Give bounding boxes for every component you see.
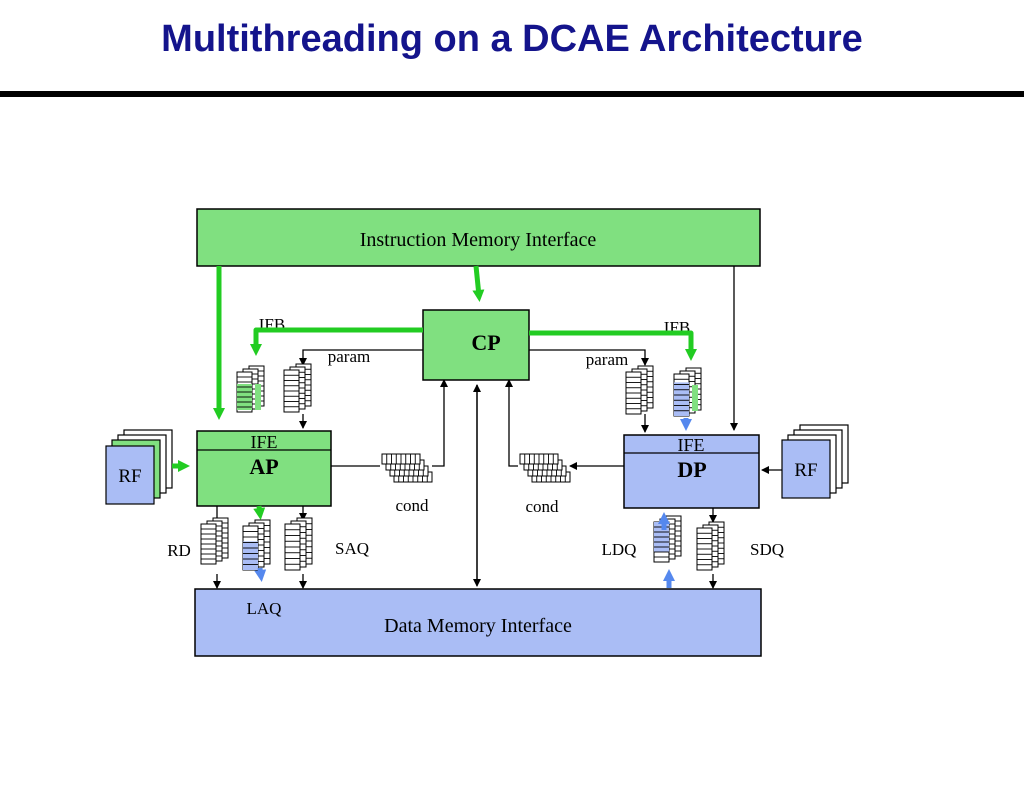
param-right-queue — [625, 365, 654, 415]
cond-right-label: cond — [525, 497, 559, 516]
ap-ife-label: IFE — [251, 432, 278, 452]
instruction-memory-interface: Instruction Memory Interface — [196, 208, 761, 267]
rd-queue — [200, 517, 229, 565]
blue-thread-arrows — [254, 418, 692, 588]
queue-highlights — [255, 384, 698, 411]
rf-right-stack: RF — [781, 424, 849, 499]
instruction-memory-label: Instruction Memory Interface — [360, 229, 597, 251]
green-arrow-ap-to-laq — [253, 505, 266, 520]
ldq-queue — [653, 515, 682, 563]
saq-label: SAQ — [335, 539, 369, 558]
rf-left-stack: RF — [105, 429, 173, 505]
queue-group — [200, 363, 725, 571]
laq-queue — [242, 519, 271, 571]
saq-queue — [284, 517, 313, 571]
green-arrow-cp-to-dp-ifb — [529, 330, 697, 361]
dp-block: IFE DP — [623, 434, 760, 509]
dp-ife-label: IFE — [678, 435, 705, 455]
blue-arrow-laq-to-dmi — [254, 567, 267, 582]
slide-title: Multithreading on a DCAE Architecture — [161, 18, 863, 60]
sdq-queue — [696, 521, 725, 571]
ldq-label: LDQ — [602, 540, 637, 559]
ap-label: AP — [249, 454, 278, 479]
control-connectors — [213, 266, 786, 589]
cond-left-queue — [381, 453, 433, 483]
sdq-label: SDQ — [750, 540, 784, 559]
laq-label: LAQ — [247, 599, 282, 618]
param-left-label: param — [328, 347, 370, 366]
param-right-label: param — [586, 350, 628, 369]
cond-right-queue — [519, 453, 571, 483]
title-rule — [0, 91, 1024, 97]
dp-label: DP — [677, 457, 706, 482]
green-arrow-cp-to-ap-ifb — [250, 327, 423, 356]
param-left-queue — [283, 363, 312, 413]
rf-right-label: RF — [794, 460, 817, 481]
cp-block: CP — [422, 309, 530, 381]
rf-left-label: RF — [118, 466, 141, 487]
green-arrow-imi-to-cp — [472, 265, 485, 302]
data-memory-interface: Data Memory Interface — [194, 588, 762, 657]
green-thread-arrows — [172, 265, 697, 520]
data-memory-label: Data Memory Interface — [384, 615, 572, 637]
rd-label: RD — [167, 541, 191, 560]
ap-block: IFE AP — [196, 430, 332, 507]
cp-label: CP — [471, 330, 500, 355]
cond-left-label: cond — [395, 496, 429, 515]
